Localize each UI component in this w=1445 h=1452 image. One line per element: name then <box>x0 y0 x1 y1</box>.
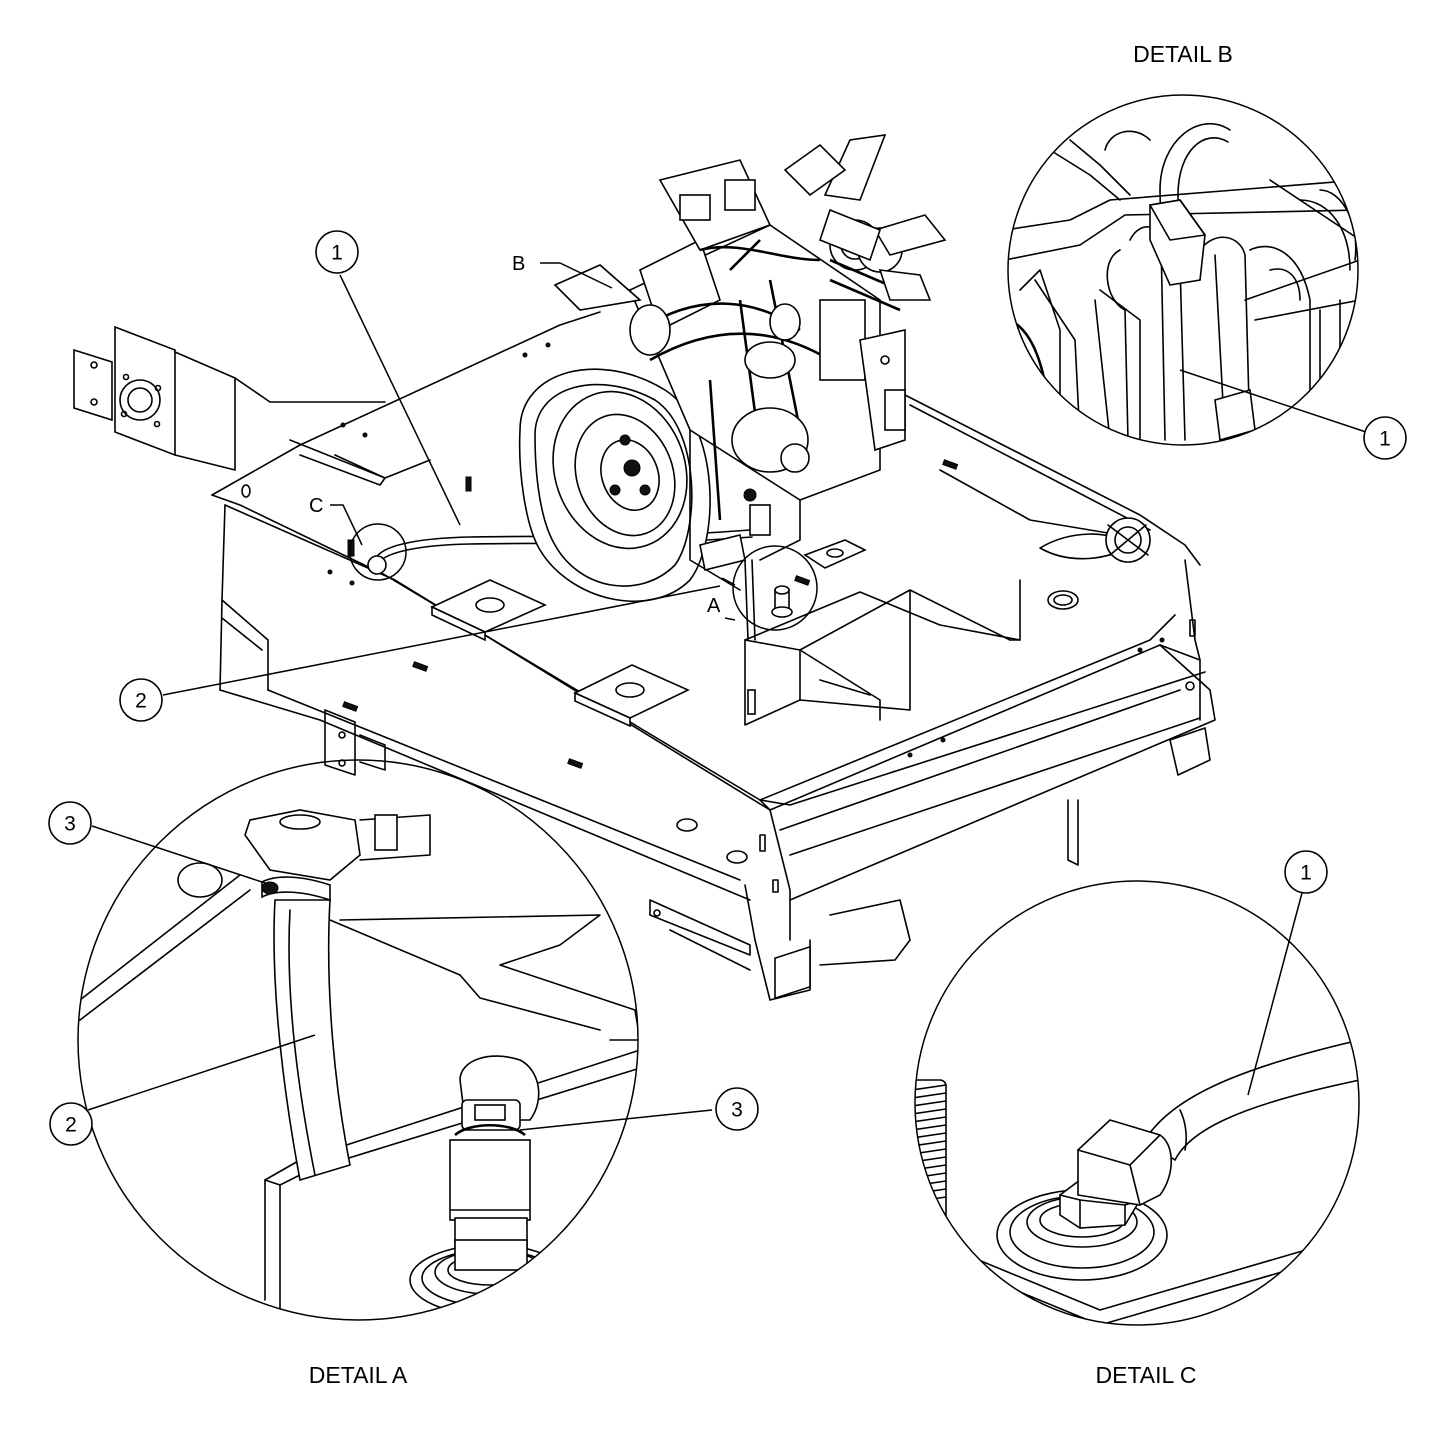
item-bubble-detail-a-2: 2 <box>49 1102 93 1146</box>
detail-b-caption: DETAIL B <box>1133 41 1233 67</box>
engine-block <box>553 159 906 591</box>
view-circle-a <box>732 545 818 631</box>
item-number: 2 <box>135 690 147 713</box>
left-mount-bracket <box>73 325 386 471</box>
leader-detail-b-1 <box>1179 369 1367 433</box>
item-bubble-detail-a-3-top: 3 <box>48 801 92 845</box>
detail-a-boundary <box>77 759 639 1321</box>
view-callout-a: A <box>707 595 721 617</box>
item-number: 1 <box>1379 428 1391 451</box>
mounting-pads <box>430 539 867 728</box>
item-bubble-detail-a-3-mid: 3 <box>715 1087 759 1131</box>
fuel-cap <box>1039 517 1151 563</box>
leader-detail-a-3-top <box>91 825 266 884</box>
detail-a: 3 3 2 DETAIL A <box>48 759 759 1388</box>
frame-ribs <box>289 439 431 486</box>
engine-fan <box>783 134 947 301</box>
view-callout-c: C <box>309 495 323 517</box>
leader-detail-c-1 <box>1247 892 1303 1096</box>
detail-a-caption: DETAIL A <box>309 1362 408 1388</box>
fuel-pickup <box>744 559 793 641</box>
item-number: 1 <box>331 242 343 265</box>
leader-main-1 <box>339 274 461 526</box>
engine-flywheel-housing <box>518 368 711 602</box>
frame-outline <box>211 311 1216 1001</box>
leader-callout-b <box>540 262 613 289</box>
leader-detail-a-2 <box>87 1034 316 1111</box>
detail-b-boundary <box>1007 94 1359 446</box>
item-bubble-main-2: 2 <box>119 678 163 722</box>
main-assembly-view: B C A 1 2 <box>73 134 1216 1001</box>
item-bubble-detail-c-1: 1 <box>1284 850 1328 894</box>
leader-detail-a-3-mid <box>519 1109 713 1131</box>
leader-callout-c <box>330 504 363 546</box>
view-callout-b: B <box>512 253 525 275</box>
view-arrow-a <box>721 577 736 621</box>
item-number: 3 <box>731 1099 743 1122</box>
tank-box <box>744 469 1151 726</box>
view-circle-c <box>349 523 407 581</box>
detail-b: 1 DETAIL B <box>1007 41 1407 460</box>
detail-c: 1 DETAIL C <box>914 850 1360 1388</box>
item-bubble-detail-b-1: 1 <box>1363 416 1407 460</box>
item-number: 1 <box>1300 862 1312 885</box>
item-bubble-main-1: 1 <box>315 230 359 274</box>
leader-main-2 <box>162 585 721 696</box>
item-number: 2 <box>65 1114 77 1137</box>
detail-c-boundary <box>914 880 1360 1326</box>
detail-c-caption: DETAIL C <box>1096 1362 1197 1388</box>
item-number: 3 <box>64 813 76 836</box>
